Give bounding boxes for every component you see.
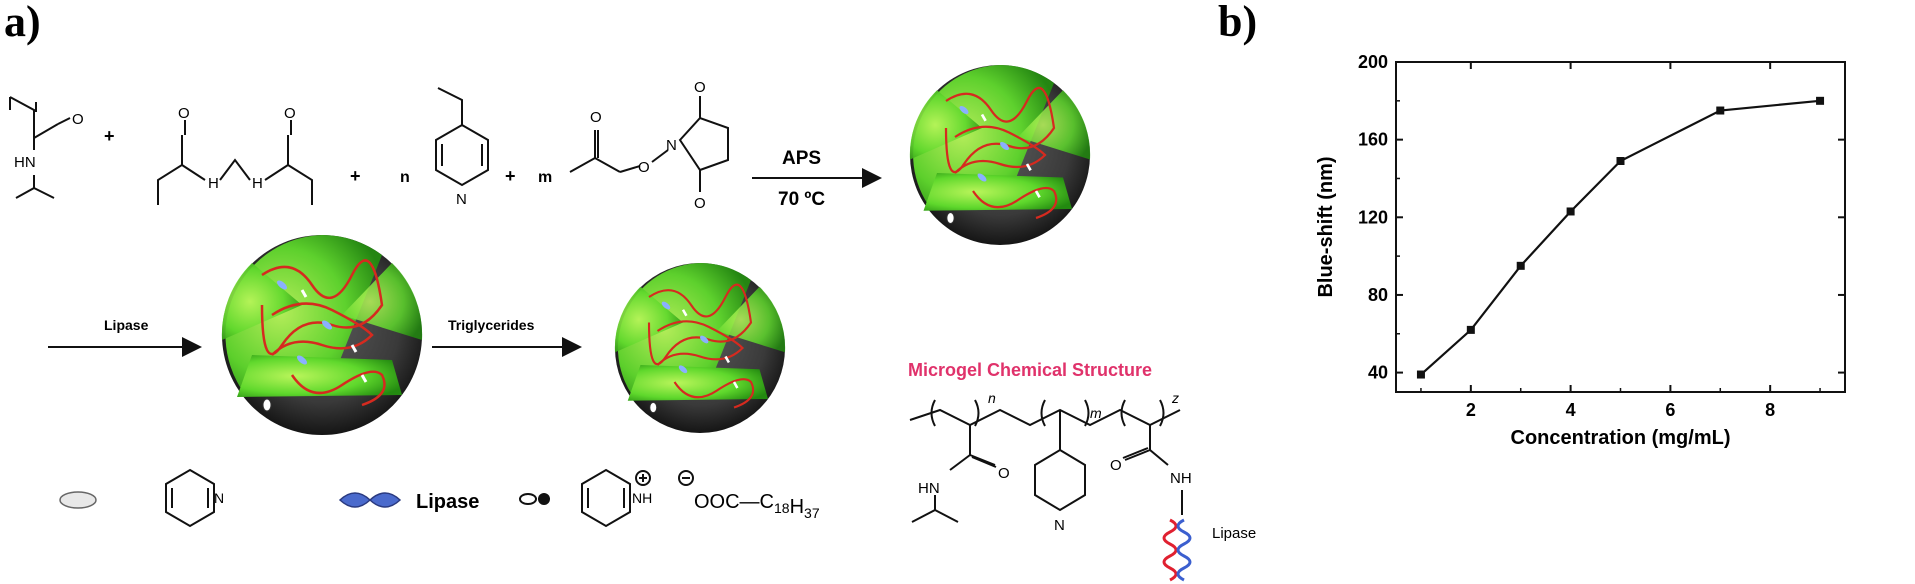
legend-anion: OOC—C18H37 — [694, 491, 820, 521]
series-line — [1420, 99, 1821, 376]
vinylpyridine-structure — [435, 87, 489, 187]
structure-z: z — [1171, 390, 1179, 406]
pyridine-icon — [165, 468, 215, 528]
mba-nh1: H — [208, 175, 219, 192]
structure-nh: NH — [1170, 470, 1192, 487]
mba-o2: O — [284, 105, 296, 122]
mba-nh2: H — [252, 175, 263, 192]
data-point — [1466, 325, 1475, 334]
structure-o2: O — [1110, 457, 1122, 474]
y-tick-label: 120 — [1358, 207, 1388, 227]
panel-a-label: a) — [4, 0, 41, 46]
chart-axes — [1395, 61, 1846, 393]
data-point — [1716, 106, 1725, 115]
vinylpyridine-n: N — [456, 191, 467, 208]
triglyceride-icon — [519, 493, 550, 505]
y-tick-label: 80 — [1368, 285, 1388, 305]
microgel-sphere-2 — [220, 233, 424, 437]
pyridinium-icon — [581, 468, 694, 528]
coef-m: m — [538, 169, 552, 186]
y-axis-label: Blue-shift (nm) — [1315, 156, 1337, 297]
structure-lipase: Lipase — [1212, 525, 1256, 542]
legend-lipase: Lipase — [416, 491, 479, 513]
nhs-acrylate-structure — [569, 96, 729, 192]
structure-n: n — [988, 390, 996, 406]
y-tick-label: 160 — [1358, 130, 1388, 150]
nipam-o-label: O — [72, 111, 84, 128]
plus-3: + — [505, 166, 516, 186]
droplet-icon — [59, 491, 97, 509]
structure-title: Microgel Chemical Structure — [908, 360, 1152, 380]
microgel-sphere-1 — [908, 63, 1092, 247]
plus-2: + — [350, 166, 361, 186]
nhs-o2: O — [638, 159, 650, 176]
reaction-3-label: Triglycerides — [448, 317, 535, 333]
reaction-scheme: O HN + O O H H + n N + m O O N O O — [9, 63, 1256, 582]
microgel-sphere-3 — [613, 261, 787, 435]
structure-hn: HN — [918, 480, 940, 497]
x-tick-label: 6 — [1665, 400, 1675, 420]
structure-o1: O — [998, 465, 1010, 482]
plot-frame — [1395, 61, 1846, 393]
y-tick-label: 40 — [1368, 363, 1388, 383]
coef-n: n — [400, 169, 410, 186]
reaction-2-label: Lipase — [104, 317, 149, 333]
data-point — [1416, 370, 1425, 379]
data-point — [1816, 96, 1825, 105]
data-point — [1516, 261, 1525, 270]
x-tick-label: 2 — [1466, 400, 1476, 420]
lipase-icon — [338, 492, 402, 508]
nipam-hn-label: HN — [14, 154, 36, 171]
mba-structure — [157, 120, 313, 205]
reaction-1-top: APS — [782, 148, 821, 169]
data-point — [1566, 207, 1575, 216]
legend-nh: NH — [632, 490, 652, 506]
chart-ticks: 2 4 6 8 40 80 120 160 200 — [1358, 52, 1845, 420]
x-tick-label: 4 — [1566, 400, 1576, 420]
structure-m: m — [1090, 405, 1102, 421]
mba-o1: O — [178, 105, 190, 122]
data-point — [1616, 157, 1625, 165]
reaction-1-bottom: 70 ºC — [778, 189, 825, 210]
lipase-helix-icon — [1162, 518, 1192, 582]
structure-n-atom: N — [1054, 517, 1065, 534]
y-tick-label: 200 — [1358, 52, 1388, 72]
nhs-n: N — [666, 137, 677, 154]
pyridine-n: N — [214, 490, 224, 506]
plus-1: + — [104, 126, 115, 146]
nhs-o1: O — [590, 109, 602, 126]
nhs-o3: O — [694, 79, 706, 96]
microgel-structure — [909, 399, 1183, 523]
nipam-structure — [9, 96, 71, 199]
nhs-o4: O — [694, 195, 706, 212]
panel-b-label: b) — [1218, 0, 1258, 46]
chart-series — [1416, 96, 1825, 379]
x-axis-label: Concentration (mg/mL) — [1511, 427, 1731, 449]
x-tick-label: 8 — [1765, 400, 1775, 420]
